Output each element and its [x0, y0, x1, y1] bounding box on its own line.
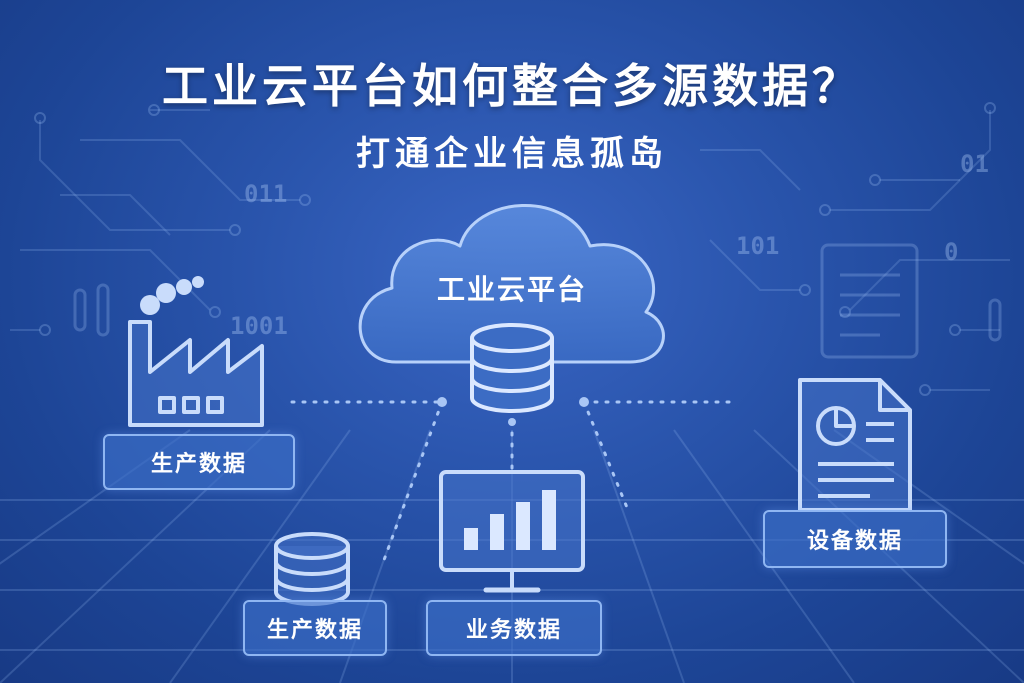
database-icon: [470, 323, 554, 413]
cloud-icon: [358, 203, 665, 364]
binary-code-text: 011: [244, 180, 288, 208]
factory-icon: [128, 320, 264, 427]
business-data-label: 业务数据: [426, 600, 602, 656]
page-subtitle: 打通企业信息孤岛: [356, 134, 668, 174]
device-data-label: 设备数据: [763, 510, 947, 568]
binary-code-text: 01: [960, 150, 989, 178]
platform-label: 工业云平台: [436, 273, 587, 306]
binary-code-text: 101: [736, 232, 780, 260]
binary-code-text: 1001: [230, 312, 288, 340]
production-data-label: 生产数据: [103, 434, 295, 490]
monitor-bar-chart-icon: [439, 470, 585, 593]
connector-lines: [290, 400, 736, 562]
smoke-icon: [140, 276, 204, 315]
binary-code-text: 0: [944, 238, 959, 266]
production-data-label: 生产数据: [243, 600, 387, 656]
page-title: 工业云平台如何整合多源数据？: [162, 59, 862, 113]
database-icon: [274, 532, 350, 606]
document-pie-chart-icon: [798, 378, 912, 512]
